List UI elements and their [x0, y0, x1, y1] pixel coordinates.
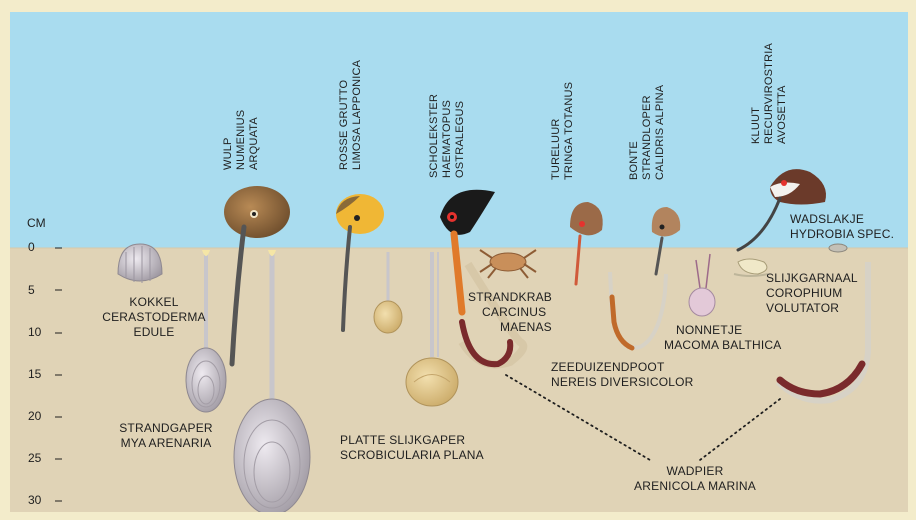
label-slijkgarnaal: SLIJKGARNAAL COROPHIUM VOLUTATOR: [766, 271, 858, 316]
label-zeeduizendpoot: ZEEDUIZENDPOOT NEREIS DIVERSICOLOR: [551, 360, 694, 390]
axis-unit-label: CM: [27, 216, 46, 230]
axis-tick-label: 10: [28, 325, 41, 339]
label-strandgaper: STRANDGAPER MYA ARENARIA: [106, 421, 226, 451]
label-nonnetje: NONNETJE MACOMA BALTHICA: [664, 323, 781, 353]
axis-tick-label: 5: [28, 283, 35, 297]
bird-label-kluut: KLUUT RECURVIROSTRIA AVOSETTA: [750, 43, 789, 144]
bird-label-wulp: WULP NUMENIUS ARQUATA: [222, 110, 261, 170]
axis-tick-label: 30: [28, 493, 41, 507]
label-strandkrab: STRANDKRAB CARCINUS MAENAS: [468, 290, 552, 335]
mudsnail-illustration: [829, 244, 847, 252]
bird-label-tureluur: TURELUUR TRINGA TOTANUS: [550, 82, 576, 180]
label-wadpier: WADPIER ARENICOLA MARINA: [630, 464, 760, 494]
label-wadslakje: WADSLAKJE HYDROBIA SPEC.: [790, 212, 894, 242]
bird-label-rosse-grutto: ROSSE GRUTTO LIMOSA LAPPONICA: [338, 60, 364, 170]
cockle-shell: [118, 244, 162, 283]
bird-label-scholekster: SCHOLEKSTER HAEMATOPUS OSTRALEGUS: [428, 94, 467, 178]
axis-tick-label: 20: [28, 409, 41, 423]
bird-label-bonte-strandloper: BONTE STRANDLOPER CALIDRIS ALPINA: [628, 85, 667, 180]
strandgaper-small-shell: [186, 348, 226, 412]
axis-tick-label: 15: [28, 367, 41, 381]
label-kokkel: KOKKEL CERASTODERMA EDULE: [102, 295, 206, 340]
axis-tick-label: 0: [28, 240, 35, 254]
strandgaper-large-shell: [234, 399, 310, 512]
diagram-scene: CM 0 5 10 15 20 25 30 WULP NUMENIUS ARQU…: [10, 12, 908, 512]
label-platte-slijkgaper: PLATTE SLIJKGAPER SCROBICULARIA PLANA: [340, 433, 484, 463]
axis-tick-label: 25: [28, 451, 41, 465]
